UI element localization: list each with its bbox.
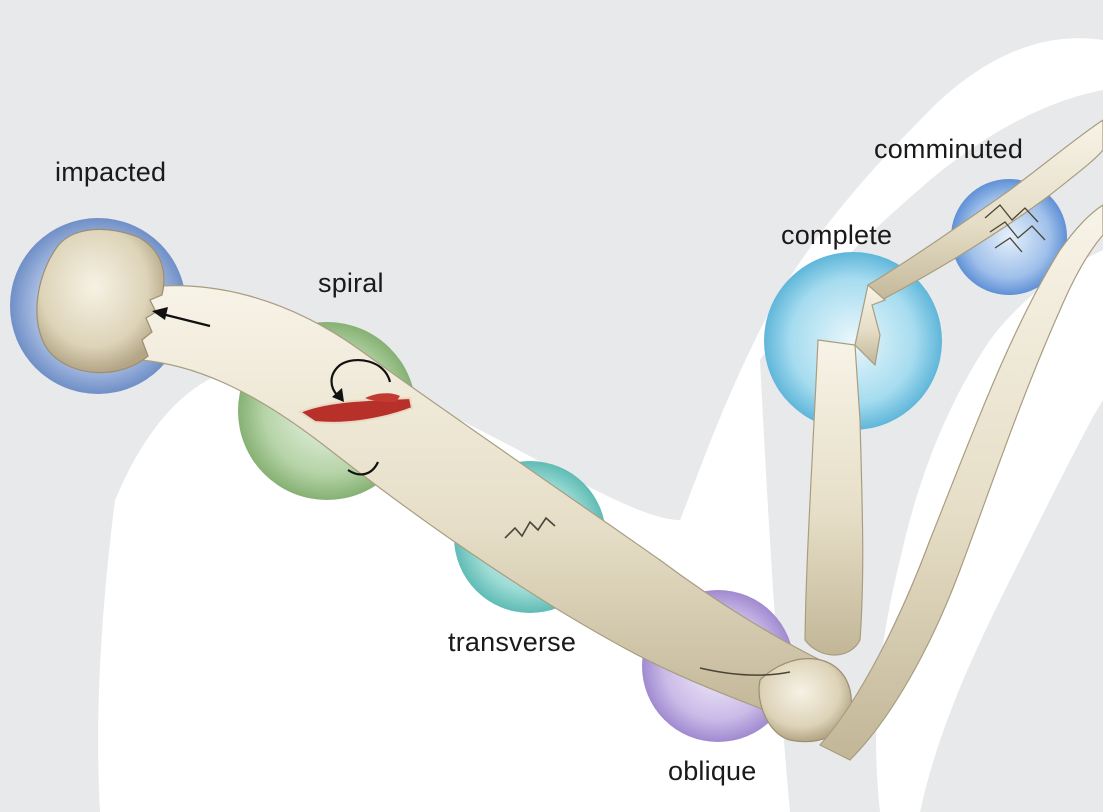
- transverse-label: transverse: [448, 627, 576, 658]
- complete-label: complete: [781, 220, 892, 251]
- impacted-label: impacted: [55, 157, 166, 188]
- comminuted-label: comminuted: [874, 134, 1023, 165]
- body-silhouette-right: [920, 400, 1103, 812]
- impacted-bone-head: [37, 229, 164, 372]
- spiral-label: spiral: [318, 268, 384, 299]
- oblique-label: oblique: [668, 756, 756, 787]
